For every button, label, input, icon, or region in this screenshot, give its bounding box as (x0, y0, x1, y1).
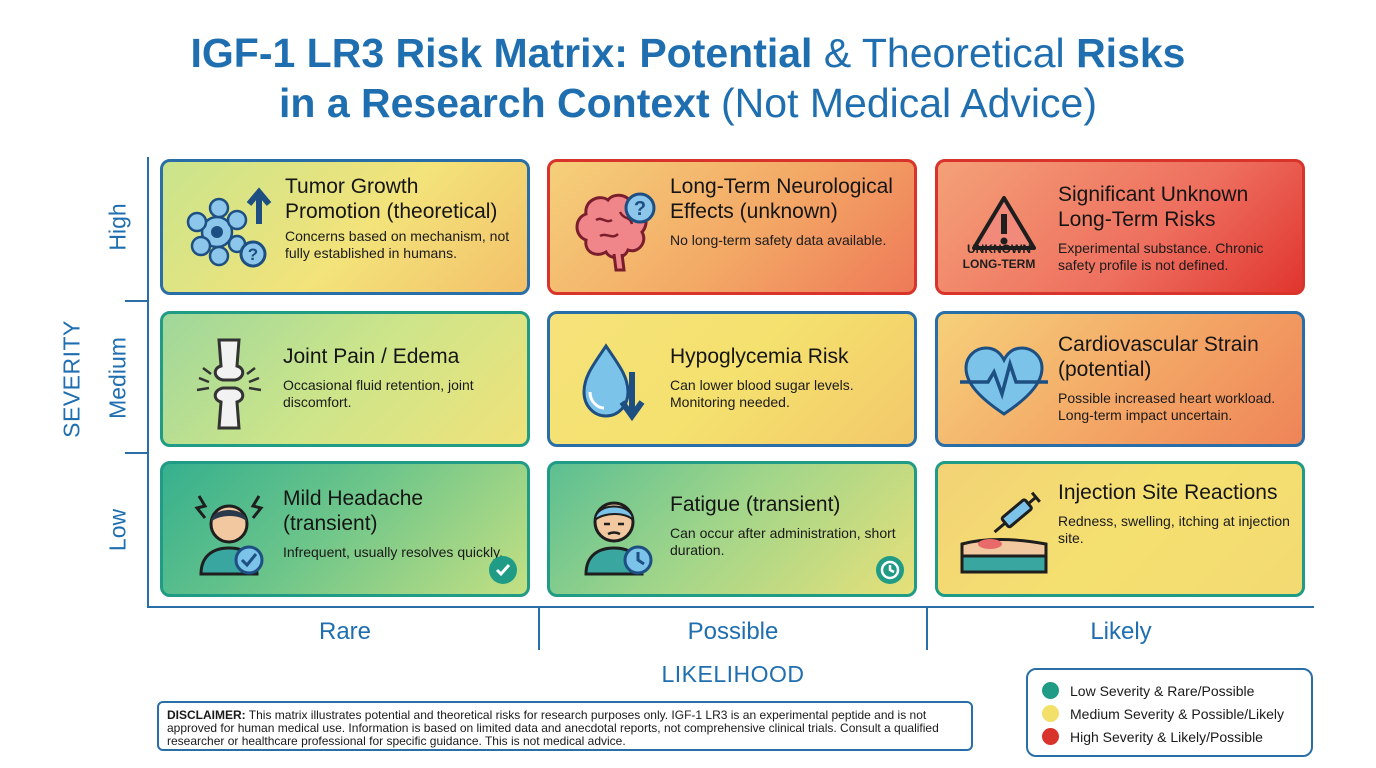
cell-description: Experimental substance. Chronic safety p… (1058, 240, 1264, 273)
legend-item-high: High Severity & Likely/Possible (1042, 725, 1297, 748)
row-label-medium: Medium (104, 337, 131, 419)
cell-title: Tumor Growth Promotion (theoretical) (285, 175, 498, 223)
cell-title: Cardiovascular Strain (potential) (1058, 333, 1259, 381)
legend: Low Severity & Rare/Possible Medium Seve… (1026, 668, 1313, 757)
risk-cell-tumor-growth: ? Tumor Growth Promotion (theoretical) C… (160, 159, 530, 295)
x-axis-line (147, 606, 1314, 608)
severity-axis-title: SEVERITY (58, 320, 85, 438)
disclaimer-text: This matrix illustrates potential and th… (167, 708, 939, 748)
legend-dot-yellow (1042, 705, 1059, 722)
cell-title: Hypoglycemia Risk (670, 345, 849, 368)
legend-label: Low Severity & Rare/Possible (1070, 682, 1255, 699)
legend-item-medium: Medium Severity & Possible/Likely (1042, 702, 1297, 725)
risk-cell-fatigue: Fatigue (transient) Can occur after admi… (547, 461, 917, 597)
risk-cell-neurological: ? Long-Term Neurological Effects (unknow… (547, 159, 917, 295)
col-label-likely: Likely (1090, 618, 1152, 645)
cell-description: Infrequent, usually resolves quickly. (283, 544, 503, 560)
risk-cell-hypoglycemia: Hypoglycemia Risk Can lower blood sugar … (547, 311, 917, 447)
legend-item-low: Low Severity & Rare/Possible (1042, 679, 1297, 702)
blood-drop-down-icon (582, 343, 645, 422)
risk-cell-injection-site: Injection Site Reactions Redness, swelli… (935, 461, 1305, 597)
legend-label: Medium Severity & Possible/Likely (1070, 705, 1284, 722)
x-axis-divider (538, 608, 540, 650)
headache-person-icon (194, 495, 264, 576)
legend-dot-red (1042, 728, 1059, 745)
page-title: IGF-1 LR3 Risk Matrix: Potential & Theor… (190, 30, 1186, 126)
row-label-high: High (104, 203, 131, 251)
y-axis-divider (125, 452, 147, 454)
risk-cell-headache: Mild Headache (transient) Infrequent, us… (160, 461, 530, 597)
clock-badge-icon (876, 556, 904, 584)
disclaimer-box: DISCLAIMER: This matrix illustrates pote… (157, 701, 973, 751)
cell-description: Occasional fluid retention, joint discom… (283, 377, 474, 410)
cell-title: Mild Headache (transient) (283, 487, 424, 535)
col-label-possible: Possible (687, 618, 779, 645)
likelihood-axis-title: LIKELIHOOD (661, 661, 805, 687)
check-badge-icon (489, 556, 517, 584)
legend-label: High Severity & Likely/Possible (1070, 728, 1263, 745)
cell-title: Fatigue (transient) (670, 493, 841, 516)
joint-icon (196, 338, 262, 430)
cells-growth-icon: ? (186, 187, 272, 268)
y-axis-line (147, 157, 149, 608)
cell-description: Redness, swelling, itching at injection … (1058, 513, 1290, 546)
cell-title: Long-Term Neurological Effects (unknown) (670, 175, 893, 223)
risk-cell-cardiovascular: Cardiovascular Strain (potential) Possib… (935, 311, 1305, 447)
cell-title: Joint Pain / Edema (283, 345, 460, 368)
x-axis-divider (926, 608, 928, 650)
legend-dot-green (1042, 682, 1059, 699)
tired-person-clock-icon (584, 501, 653, 576)
icon-caption: UNKNOWN LONG-TERM (962, 242, 1036, 271)
risk-cell-unknown-long-term: UNKNOWN LONG-TERM Significant Unknown Lo… (935, 159, 1305, 295)
cell-title: Injection Site Reactions (1058, 481, 1278, 504)
syringe-skin-icon (960, 491, 1048, 574)
cell-description: No long-term safety data available. (670, 232, 887, 248)
disclaimer-label: DISCLAIMER: (167, 708, 246, 722)
cell-title: Significant Unknown Long-Term Risks (1058, 183, 1249, 231)
svg-text:?: ? (248, 245, 258, 264)
heart-pulse-icon (960, 346, 1048, 416)
cell-description: Possible increased heart workload. Long-… (1058, 390, 1276, 423)
brain-question-icon: ? (575, 192, 656, 272)
svg-text:?: ? (634, 198, 646, 220)
cell-description: Concerns based on mechanism, not fully e… (285, 228, 510, 261)
cell-description: Can occur after administration, short du… (670, 525, 896, 558)
risk-cell-joint-pain: Joint Pain / Edema Occasional fluid rete… (160, 311, 530, 447)
col-label-rare: Rare (318, 618, 372, 645)
y-axis-divider (125, 300, 147, 302)
warning-triangle-icon (972, 196, 1036, 250)
row-label-low: Low (104, 508, 131, 552)
cell-description: Can lower blood sugar levels. Monitoring… (670, 377, 854, 410)
